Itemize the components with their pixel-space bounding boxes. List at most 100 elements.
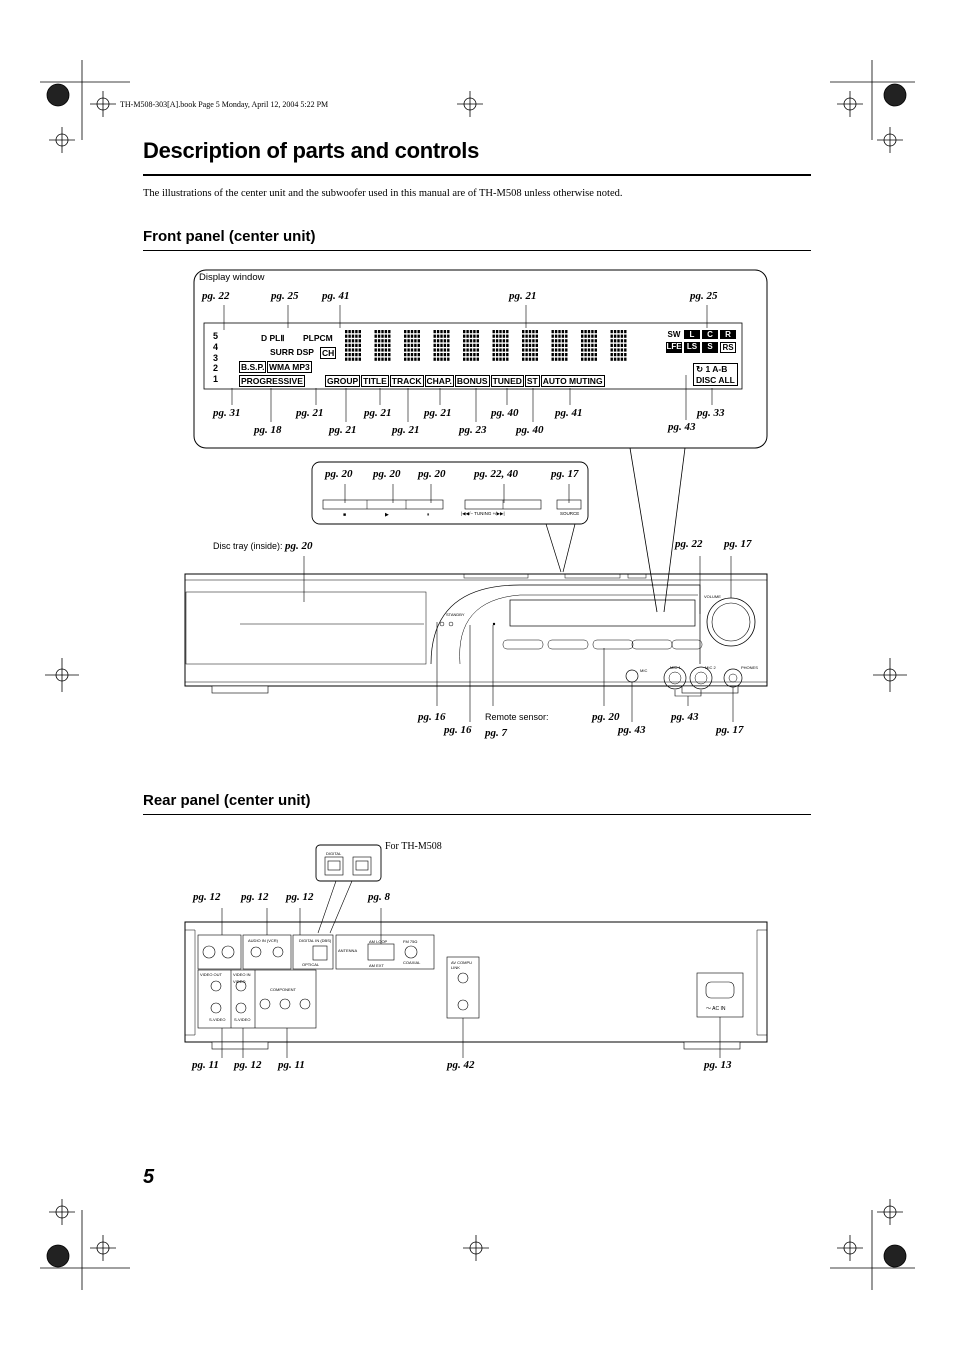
rear-panel-heading: Rear panel (center unit) <box>143 792 311 809</box>
ref-b1-2: pg. 21 <box>296 407 324 419</box>
svg-text:■: ■ <box>343 512 346 518</box>
ref-top-3: pg. 41 <box>322 290 350 302</box>
ref-b2-1: pg. 18 <box>254 424 282 436</box>
title-rule <box>143 174 811 176</box>
svg-text:MIC: MIC <box>640 668 647 673</box>
ref-mic-jacks: pg. 43 <box>671 711 699 723</box>
ref-standby-1: pg. 16 <box>418 711 446 723</box>
svg-text:⏸: ⏸ <box>427 512 430 518</box>
bsp-indicator: B.S.P. <box>239 361 267 373</box>
video-in-label: VIDEO IN <box>233 972 251 977</box>
st-indicator: ST <box>524 375 540 387</box>
intro-text: The illustrations of the center unit and… <box>143 188 623 199</box>
indicator-row: GROUP TITLE TRACK CHAP. BONUS TUNED ST A… <box>325 375 605 387</box>
group-indicator: GROUP <box>325 375 361 387</box>
inset-digital-label: DIGITAL <box>326 851 342 856</box>
ref-b2-3: pg. 21 <box>392 424 420 436</box>
ref-standby-2: pg. 16 <box>444 724 472 736</box>
front-panel-heading: Front panel (center unit) <box>143 228 316 245</box>
remote-sensor-label: Remote sensor: <box>485 712 549 722</box>
antenna-label: ANTENNA <box>338 948 358 953</box>
source-label: SOURCE <box>560 511 580 516</box>
ref-rear-bottom-5: pg. 13 <box>704 1059 732 1071</box>
ref-b2-5: pg. 40 <box>516 424 544 436</box>
svg-text:STANDBY: STANDBY <box>446 612 465 617</box>
ref-rear-bottom-4: pg. 42 <box>447 1059 475 1071</box>
front-rule <box>143 250 811 251</box>
component-label: COMPONENT <box>270 987 296 992</box>
ref-b2-2: pg. 21 <box>329 424 357 436</box>
ref-disc-buttons: pg. 20 <box>592 711 620 723</box>
am-loop-label: AM LOOP <box>369 939 388 944</box>
ref-b2-6: pg. 43 <box>668 421 696 433</box>
svg-text:MIC 2: MIC 2 <box>705 665 716 670</box>
auto-muting-indicator: AUTO MUTING <box>540 375 605 387</box>
svg-text:PHONES: PHONES <box>741 665 758 670</box>
disc-tray-label: Disc tray (inside): pg. 20 <box>213 540 313 552</box>
level-indicators: 5 4 3 2 1 <box>213 331 219 385</box>
ref-b1-1: pg. 31 <box>213 407 241 419</box>
ref-btn-play: pg. 20 <box>373 468 401 480</box>
book-header: TH-M508-303[A].book Page 5 Monday, April… <box>120 100 329 109</box>
s-video-label-1: S-VIDEO <box>209 1017 226 1022</box>
svg-text:▶: ▶ <box>385 512 389 518</box>
svg-text:VOLUME: VOLUME <box>704 594 721 599</box>
ref-rear-bottom-2: pg. 12 <box>234 1059 262 1071</box>
repeat-icon: ↻ <box>696 364 706 374</box>
repeat-ab-indicator: ↻ 1 A-B DISC ALL <box>693 363 738 386</box>
coaxial-label: COAXIAL <box>403 960 421 965</box>
ref-b1-3: pg. 21 <box>364 407 392 419</box>
speaker-indicators: SW L C R LFE LS S RS <box>666 330 738 353</box>
track-indicator: TRACK <box>389 375 424 387</box>
ref-b1-4: pg. 21 <box>424 407 452 419</box>
ref-rear-top-3: pg. 12 <box>286 891 314 903</box>
bonus-indicator: BONUS <box>454 375 490 387</box>
display-window-label: Display window <box>199 272 265 283</box>
ref-rear-top-4: pg. 8 <box>368 891 390 903</box>
optical-label: OPTICAL <box>302 962 320 967</box>
ref-rear-bottom-1: pg. 11 <box>192 1059 219 1071</box>
chap-indicator: CHAP. <box>424 375 454 387</box>
ch-indicator: CH <box>320 347 337 359</box>
digital-in-label: DIGITAL IN (DBS) <box>299 938 332 943</box>
ref-b1-7: pg. 33 <box>697 407 725 419</box>
s-video-label-2: S-VIDEO <box>234 1017 251 1022</box>
ref-top-1: pg. 22 <box>202 290 230 302</box>
ref-top-4: pg. 21 <box>509 290 537 302</box>
video-out-label: VIDEO OUT <box>200 972 223 977</box>
dot-matrix-characters <box>345 330 627 361</box>
ref-phones: pg. 17 <box>716 724 744 736</box>
page-title: Description of parts and controls <box>143 138 480 163</box>
ref-btn-pause: pg. 20 <box>418 468 446 480</box>
plpcm-indicator: PLPCM <box>303 333 333 343</box>
dolby-indicator: D PLⅡ <box>261 333 285 343</box>
ref-top-2: pg. 25 <box>271 290 299 302</box>
tuned-indicator: TUNED <box>490 375 524 387</box>
ref-btn-source: pg. 17 <box>551 468 579 480</box>
ref-remote-sensor: pg. 7 <box>485 727 507 739</box>
ref-top-5: pg. 25 <box>690 290 718 302</box>
page-number: 5 <box>143 1166 155 1188</box>
ref-btn-stop: pg. 20 <box>325 468 353 480</box>
ref-b1-6: pg. 41 <box>555 407 583 419</box>
rear-rule <box>143 814 811 815</box>
ref-display-unit: pg. 22 <box>675 538 703 550</box>
am-ext-label: AM EXT <box>369 963 384 968</box>
wma-mp3-indicator: WMA MP3 <box>267 361 312 373</box>
av-compu-link-label: AV COMPU LINK <box>451 960 473 970</box>
ref-rear-top-1: pg. 12 <box>193 891 221 903</box>
ref-mic-level: pg. 43 <box>618 724 646 736</box>
ref-rear-bottom-3: pg. 11 <box>278 1059 305 1071</box>
video-label: VIDEO <box>233 979 246 984</box>
tuning-label: |◀◀/− TUNING +/▶▶| <box>461 511 505 516</box>
ref-b2-4: pg. 23 <box>459 424 487 436</box>
ref-rear-top-2: pg. 12 <box>241 891 269 903</box>
title-indicator: TITLE <box>361 375 389 387</box>
ac-in-label: ～ AC IN <box>706 1006 726 1012</box>
progressive-indicator: PROGRESSIVE <box>239 375 305 387</box>
svg-text:MIC 1: MIC 1 <box>670 665 681 670</box>
for-model-label: For TH-M508 <box>385 841 442 852</box>
